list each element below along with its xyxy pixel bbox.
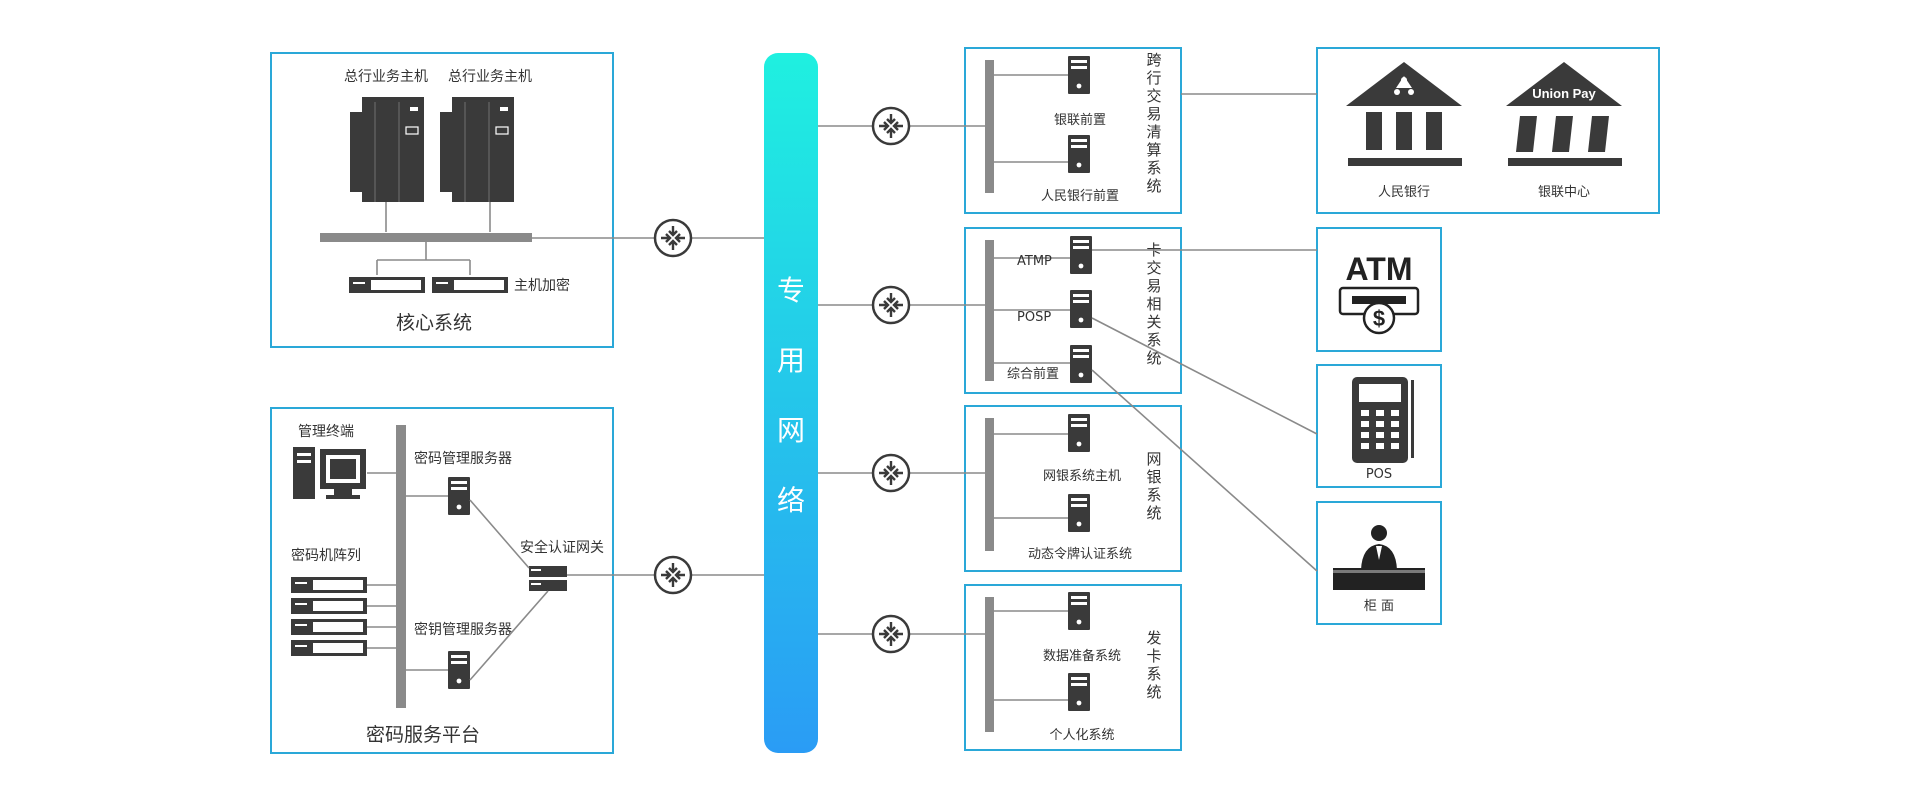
router-icon: [871, 453, 911, 493]
atm-logo-text: ATM: [1346, 251, 1413, 287]
key-server-label: 密钥管理服务器: [414, 621, 512, 638]
server-icon: [1068, 494, 1090, 532]
crypto-machine-icon: [291, 619, 367, 635]
server-label: 数据准备系统: [1043, 648, 1121, 664]
encrypt-label: 主机加密: [514, 277, 570, 294]
network-char: 络: [777, 484, 805, 517]
key-server-label: 密码管理服务器: [414, 450, 512, 467]
server-label: 网银系统主机: [1043, 469, 1121, 484]
server-icon: [1068, 135, 1090, 173]
crypto-platform-panel: 管理终端 密码机阵列 密码管理服务器 密钥管理服务器 安全认证网关: [270, 407, 614, 754]
host-encryptor-icon: [432, 277, 508, 293]
crypto-machine-icon: [291, 577, 367, 593]
server-label: 人民银行前置: [1041, 188, 1119, 204]
pos-panel: POS: [1316, 364, 1442, 488]
crypto-platform-title: 密码服务平台: [366, 724, 480, 746]
server-label: 个人化系统: [1049, 728, 1114, 743]
network-char: 网: [777, 414, 805, 447]
management-terminal-icon: [293, 447, 366, 499]
pos-label: POS: [1366, 467, 1392, 482]
panel-title: 跨行交易清算系统: [1146, 51, 1161, 195]
crypto-machine-icon: [291, 640, 367, 656]
server-label: 综合前置: [1007, 366, 1059, 382]
network-char: 用: [777, 344, 805, 377]
network-char: 专: [777, 274, 805, 307]
server-icon: [1070, 290, 1092, 328]
router-icon: [871, 614, 911, 654]
card-transaction-panel: ATMP POSP 综合前置 卡交易相关系统: [964, 227, 1182, 394]
card-issuing-panel: 数据准备系统 个人化系统 发卡系统: [964, 584, 1182, 751]
host-label: 总行业务主机: [344, 69, 428, 85]
panel-title: 发卡系统: [1146, 629, 1161, 701]
mainframe-host-icon: [439, 96, 515, 203]
router-icon: [871, 285, 911, 325]
panel-title: 卡交易相关系统: [1146, 241, 1161, 367]
panel-title: 网银系统: [1146, 450, 1161, 522]
server-label: ATMP: [1017, 254, 1052, 269]
counter-panel: 柜 面: [1316, 501, 1442, 625]
external-banks-panel: 人民银行 Union Pay 银联中心: [1316, 47, 1660, 214]
server-icon: [1070, 236, 1092, 274]
crypto-lan-bus: [396, 425, 406, 708]
bank-label: 人民银行: [1378, 185, 1430, 200]
core-system-panel: 总行业务主机 总行业务主机 主机加密 核心系统: [270, 52, 614, 348]
crypto-machine-icon: [291, 598, 367, 614]
server-label: POSP: [1017, 310, 1051, 325]
host-label: 总行业务主机: [448, 69, 532, 85]
unionpay-logo-text: Union Pay: [1532, 86, 1596, 101]
private-network-bus: 专 用 网 络: [764, 53, 818, 753]
server-icon: [1068, 673, 1090, 711]
core-lan-bus: [320, 233, 532, 242]
interbank-clearing-panel: 银联前置 人民银行前置 跨行交易清算系统: [964, 47, 1182, 214]
counter-label: 柜 面: [1364, 599, 1394, 614]
server-label: 银联前置: [1054, 112, 1106, 128]
unionpay-icon: Union Pay: [1506, 62, 1622, 166]
server-icon: [1070, 345, 1092, 383]
array-label: 密码机阵列: [291, 547, 361, 564]
bank-label: 银联中心: [1538, 185, 1590, 200]
online-banking-panel: 网银系统主机 动态令牌认证系统 网银系统: [964, 405, 1182, 572]
server-label: 动态令牌认证系统: [1028, 546, 1132, 562]
core-system-title: 核心系统: [396, 312, 472, 334]
key-management-server-icon: [448, 651, 470, 689]
server-icon: [1068, 592, 1090, 630]
mainframe-host-icon: [349, 96, 425, 203]
people-bank-icon: [1346, 62, 1462, 166]
atm-panel: ATM $: [1316, 227, 1442, 352]
server-icon: [1068, 414, 1090, 452]
router-icon: [871, 106, 911, 146]
router-icon: [653, 555, 693, 595]
router-icon: [653, 218, 693, 258]
terminal-label: 管理终端: [298, 424, 354, 440]
gateway-label: 安全认证网关: [520, 539, 604, 556]
dollar-icon: $: [1373, 306, 1385, 331]
key-management-server-icon: [448, 477, 470, 515]
server-icon: [1068, 56, 1090, 94]
security-gateway-icon: [529, 566, 567, 591]
host-encryptor-icon: [349, 277, 425, 293]
